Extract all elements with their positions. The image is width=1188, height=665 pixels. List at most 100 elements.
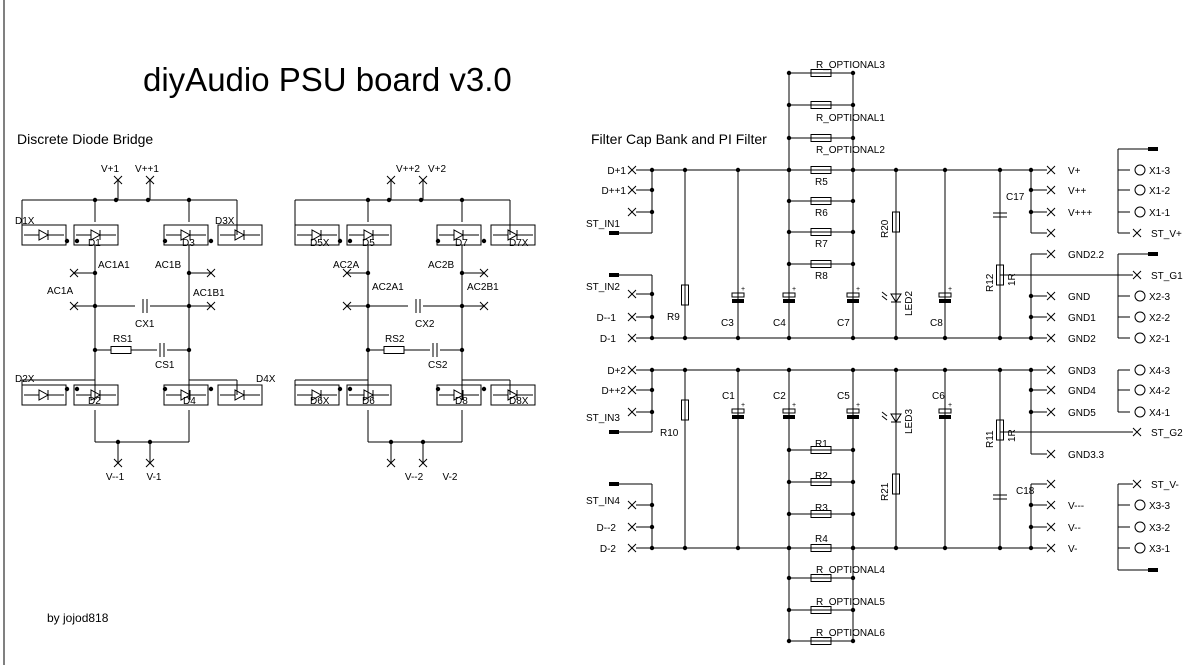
junction-dot (386, 197, 392, 203)
resistor-icon (110, 346, 132, 354)
electrolytic-capacitor-icon (846, 292, 860, 298)
electrolytic-capacitor-plate (847, 299, 859, 303)
electrolytic-capacitor-plate (847, 415, 859, 419)
terminal-x-icon (1046, 479, 1056, 489)
x-stroke (1132, 228, 1142, 238)
label: X3-3 (1149, 501, 1171, 512)
electrolytic-capacitor-icon (731, 408, 745, 414)
junction-dot (365, 197, 371, 203)
label: 1R (1007, 429, 1018, 442)
resistor-icon (892, 473, 900, 495)
diode-package (294, 384, 340, 406)
polarity-mark: + (741, 402, 745, 409)
resistor-icon (810, 574, 832, 582)
electrolytic-capacitor-icon (938, 292, 952, 298)
junction-dot (1028, 367, 1034, 373)
x-stroke (1132, 270, 1142, 280)
label: V--2 (405, 472, 424, 483)
label: ST_IN1 (586, 219, 620, 230)
label: V+ (1068, 166, 1081, 177)
label: GND3.3 (1068, 450, 1105, 461)
connector-pin-icon (1134, 521, 1146, 533)
label: X1-2 (1149, 186, 1171, 197)
terminal-x-icon (342, 301, 352, 311)
junction-dot (115, 439, 121, 445)
terminal-x-icon (418, 458, 428, 468)
junction-dot (186, 270, 192, 276)
junction-dot (186, 197, 192, 203)
label: V++1 (135, 164, 159, 175)
electrolytic-capacitor-icon (846, 408, 860, 414)
connector-pin-icon (1134, 311, 1146, 323)
label: AC2B1 (467, 282, 499, 293)
junction-dot (649, 335, 655, 341)
terminal-x-icon (206, 268, 216, 278)
led-light-arrow (881, 295, 888, 301)
terminal-x-icon (1046, 291, 1056, 301)
led-light-arrow (881, 291, 888, 297)
junction-dot (997, 167, 1003, 173)
diode-package (490, 224, 536, 246)
junction-dot (186, 303, 192, 309)
x-stroke (627, 312, 637, 322)
terminal-x-icon (1046, 500, 1056, 510)
junction-dot (1028, 545, 1034, 551)
junction-dot (850, 229, 856, 235)
terminal-x-icon (386, 175, 396, 185)
schematic-wires (21, 72, 1148, 642)
terminal-x-icon (627, 165, 637, 175)
terminal-x-icon (1132, 228, 1142, 238)
polarity-mark: + (792, 286, 796, 293)
connector-pin-icon (1134, 290, 1146, 302)
label: V-- (1068, 523, 1081, 534)
page-title: diyAudio PSU board v3.0 (143, 61, 512, 98)
resistor-icon (681, 284, 689, 306)
x-stroke (1046, 449, 1056, 459)
junction-dot (186, 347, 192, 353)
diode-icon (180, 389, 192, 401)
junction-dot (786, 545, 792, 551)
polarity-mark: + (948, 286, 952, 293)
x-stroke (479, 301, 489, 311)
junction-dot (786, 447, 792, 453)
connector-pin-icon (1134, 164, 1146, 176)
terminal-x-icon (1046, 543, 1056, 553)
label: R_OPTIONAL4 (816, 565, 885, 576)
x-stroke (627, 207, 637, 217)
label: ST_G1 (1151, 271, 1183, 282)
label: V--- (1068, 501, 1084, 512)
x-stroke (1046, 543, 1056, 553)
diode-icon (38, 389, 50, 401)
electrolytic-capacitor-plate (783, 299, 795, 303)
label: D++2 (602, 386, 627, 397)
electrolytic-capacitor-plate (939, 299, 951, 303)
resistor-icon (996, 264, 1004, 286)
x-stroke (627, 543, 637, 553)
junction-dot (850, 335, 856, 341)
junction-dot (459, 270, 465, 276)
junction-dot (786, 335, 792, 341)
diode-package (436, 384, 482, 406)
x-stroke (1046, 249, 1056, 259)
label: C8 (930, 318, 943, 329)
junction-dot (786, 102, 792, 108)
x-stroke (1046, 228, 1056, 238)
label: AC1A1 (98, 260, 130, 271)
diode-package (163, 224, 209, 246)
resistor-icon (810, 101, 832, 109)
label: V- (1068, 544, 1077, 555)
resistor-icon (810, 69, 832, 77)
junction-dot (1028, 187, 1034, 193)
junction-dot (649, 314, 655, 320)
label: X2-2 (1149, 313, 1171, 324)
connector-pin-icon (1134, 206, 1146, 218)
junction-dot (208, 238, 214, 244)
label: V+1 (101, 164, 120, 175)
junction-dot (682, 335, 688, 341)
label: V--1 (106, 472, 125, 483)
label: D5X (310, 238, 330, 249)
junction-dot (649, 545, 655, 551)
junction-dot (337, 386, 343, 392)
label: R_OPTIONAL5 (816, 597, 885, 608)
label: CS2 (428, 360, 448, 371)
